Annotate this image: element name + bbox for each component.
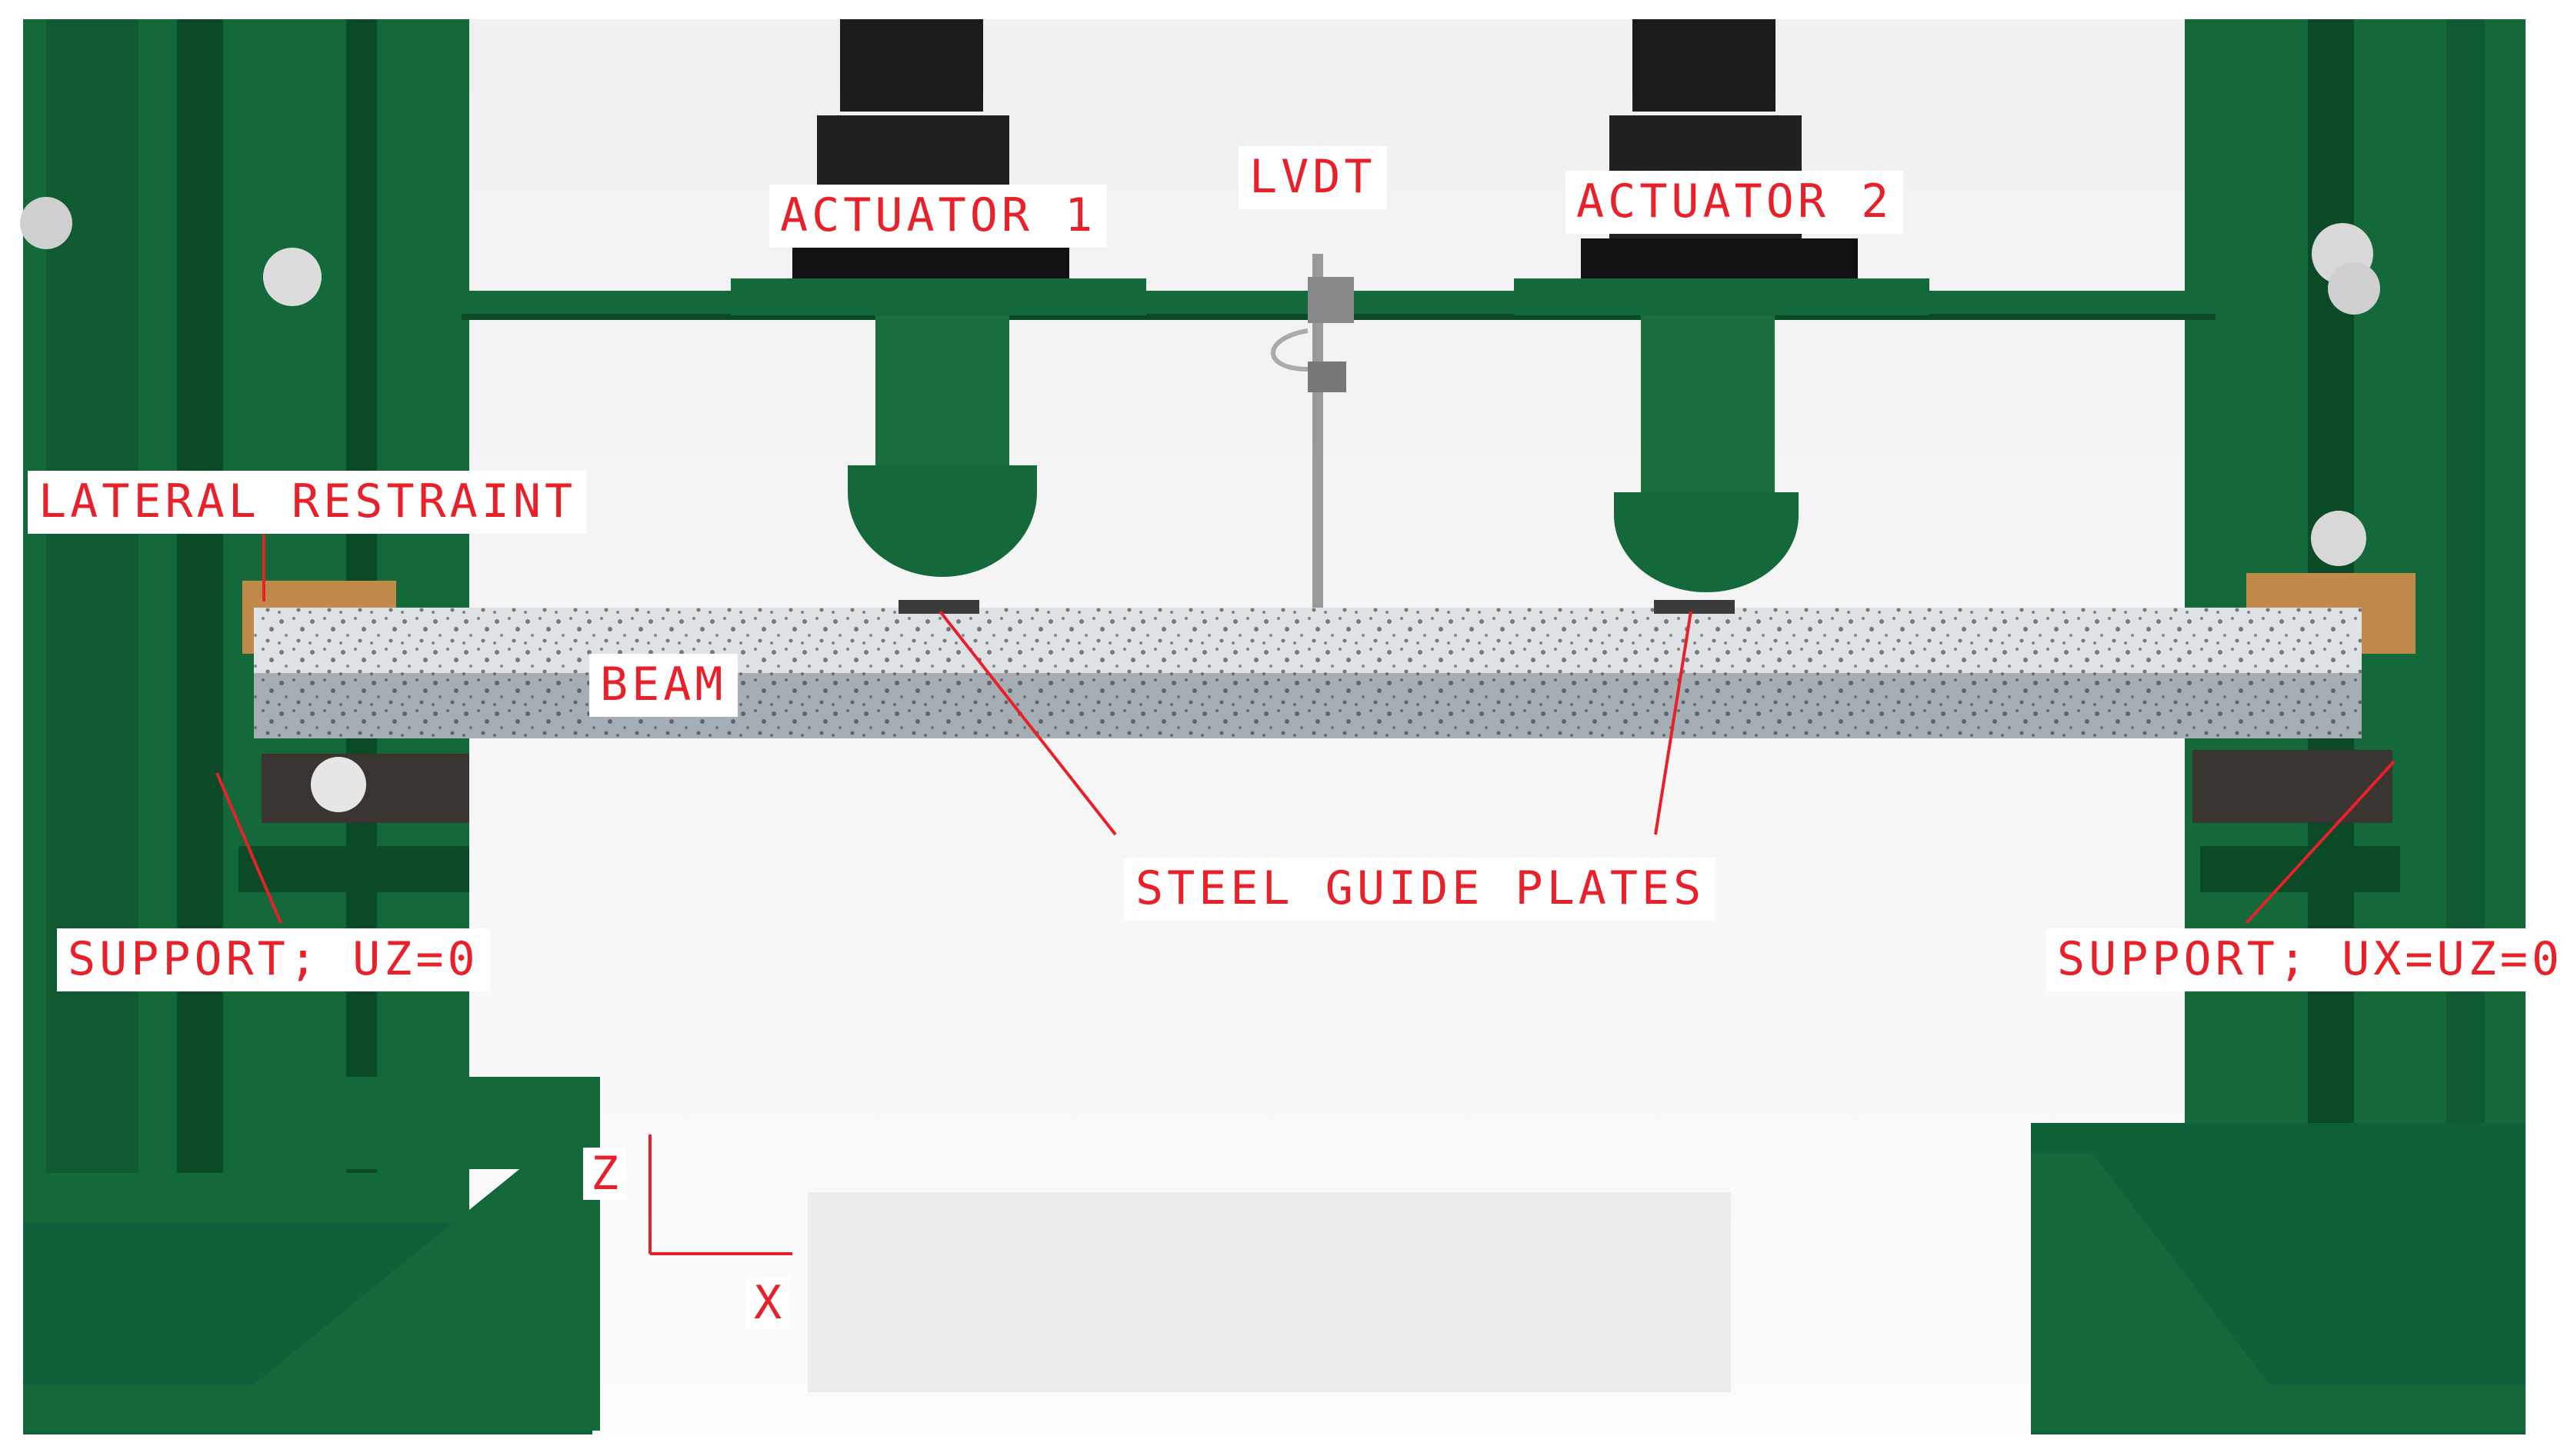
label-support-left: SUPPORT; UZ=0 <box>57 928 490 991</box>
axis-x-label: X <box>746 1277 790 1329</box>
label-steel-guide-plates: STEEL GUIDE PLATES <box>1125 858 1716 921</box>
coordinate-axes <box>649 1134 792 1255</box>
label-lateral-restraint: LATERAL RESTRAINT <box>28 471 588 534</box>
floor-shadow <box>808 1192 1731 1392</box>
leader-lines <box>215 535 2396 925</box>
leader-plate-2 <box>1654 611 1692 835</box>
label-actuator-2: ACTUATOR 2 <box>1565 171 1904 234</box>
label-beam: BEAM <box>589 654 738 717</box>
beam-specimen <box>254 608 2362 738</box>
leader-support-right <box>2245 760 2396 925</box>
lvdt-device <box>1271 254 1354 615</box>
leader-plate-1 <box>939 610 1117 836</box>
label-lvdt: LVDT <box>1239 146 1387 209</box>
leader-support-left <box>215 772 282 924</box>
steel-guide-plate-1 <box>899 600 979 614</box>
label-support-right: SUPPORT; UX=UZ=0 <box>2046 928 2574 991</box>
axis-z-label: Z <box>583 1148 627 1200</box>
steel-guide-plate-2 <box>1654 600 1735 614</box>
label-actuator-1: ACTUATOR 1 <box>769 185 1108 248</box>
